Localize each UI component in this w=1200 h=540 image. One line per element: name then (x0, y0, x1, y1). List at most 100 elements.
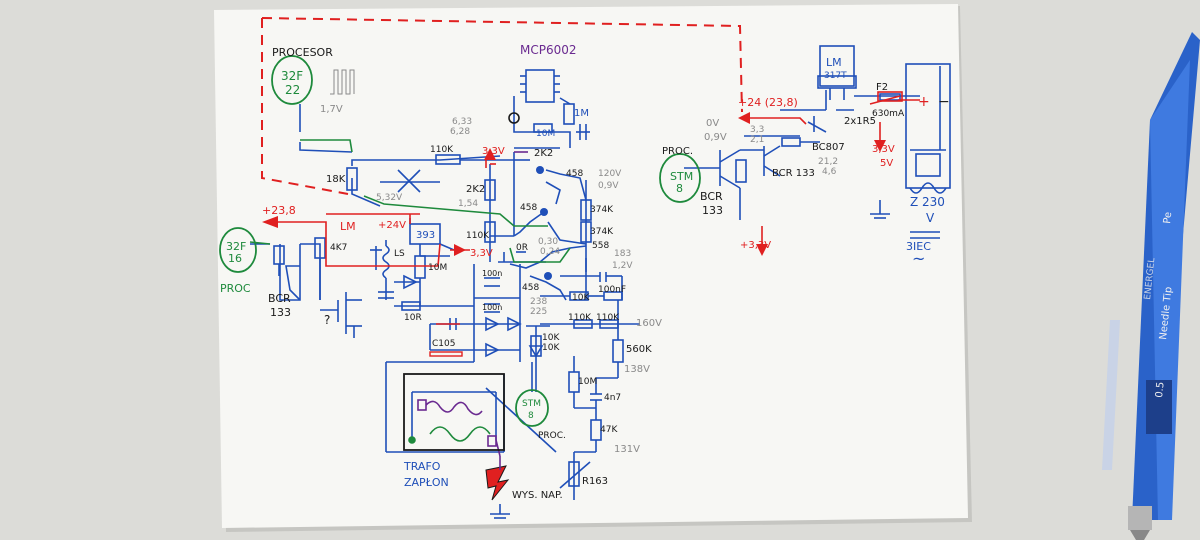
label-v-0: 0V (706, 118, 719, 129)
red-arrow-23-icon (262, 216, 278, 228)
label-t-458-c: 458 (522, 283, 539, 293)
label-lm-red: LM (340, 220, 356, 233)
processor-boundary-left (261, 18, 349, 195)
label-pen-b: 0.5 (1154, 381, 1167, 398)
label-c-100nf: 100nF (598, 285, 626, 295)
label-iec: 3IEC (906, 240, 931, 253)
label-r-47k: 47K (600, 425, 618, 435)
label-cpu-voltage: 1,7V (320, 104, 343, 115)
label-pen-d: Pe (1162, 211, 1174, 224)
label-r-18k: 18K (326, 174, 346, 185)
red-arrow-top-icon (484, 148, 496, 160)
label-f2: F2 (876, 82, 888, 93)
label-ac: ~ (912, 249, 925, 268)
label-v-024: 0,24 (540, 247, 560, 257)
label-r-10k-b: 10K (542, 333, 560, 343)
label-stm-right-top: STM (670, 170, 693, 183)
processor-boundary-top (261, 17, 743, 113)
label-r-10m-b: 10M (428, 263, 447, 273)
label-lm317-a: LM (826, 56, 842, 69)
label-stm-mid-bottom: 8 (528, 411, 534, 421)
label-r-374k-a: 374K (590, 205, 614, 215)
label-l-ls: LS (394, 249, 405, 259)
label-pen-c: ENERGEL (1143, 257, 1157, 300)
label-c-100n-a: 100n (482, 269, 502, 278)
label-r-10r: 10R (404, 313, 422, 323)
label-v-21: 2,1 (750, 135, 764, 145)
label-v-230: Z 230 (910, 195, 945, 209)
label-r-110k-d: 110K (596, 313, 620, 323)
high-voltage-lightning-icon (485, 465, 510, 501)
transistor-458-dot (536, 166, 544, 174)
red-arrow-24-icon (738, 112, 750, 124)
label-v-633: 6,33 (452, 117, 472, 127)
label-bc807: BC807 (812, 142, 845, 153)
label-r-110k-c: 110K (568, 313, 592, 323)
stm-mid-marker (515, 389, 549, 427)
label-r-2x1r5: 2x1R5 (844, 116, 876, 127)
label-v-09-right: 0,9V (704, 132, 727, 143)
label-v-24-right: +24 (23,8) (738, 96, 798, 109)
label-v-24-red: +24V (378, 220, 406, 231)
label-bcr-right-a: BCR (700, 190, 723, 203)
label-bcr-right-c: BCR 133 (772, 168, 815, 179)
label-f2-val: 630mA (872, 109, 905, 119)
label-stm-right-bottom: 8 (676, 182, 683, 195)
label-proc-left-top: 32F (226, 240, 246, 253)
purple-wiring (417, 151, 528, 470)
label-op-amp: MCP6002 (520, 43, 577, 57)
label-t-458-b: 458 (520, 203, 537, 213)
label-r-560k: 560K (626, 344, 652, 355)
labels-layer: PROCESOR 32F 22 1,7V MCP6002 1M 10M 6,33… (220, 43, 1175, 501)
label-proc-right: PROC. (662, 146, 693, 157)
stm-right-marker (659, 153, 701, 203)
label-v-5-red: 5V (880, 158, 893, 169)
label-r-10m-top: 10M (536, 129, 555, 139)
red-arrow-33v-icon (756, 244, 768, 256)
label-t-458-a: 458 (566, 169, 583, 179)
label-bcr-left-a: BCR (268, 292, 291, 305)
label-v-120: 120V (598, 169, 622, 179)
label-v-238-red: +23,8 (262, 204, 296, 217)
label-trafo-b: ZAPŁON (404, 476, 449, 489)
label-proc-left-bottom: 16 (228, 252, 242, 265)
transistor-458c-dot (544, 272, 552, 280)
label-c-105: C105 (432, 339, 455, 349)
label-r-0r: 0R (516, 243, 528, 253)
label-v-46: 4,6 (822, 167, 837, 177)
label-c-4n7: 4n7 (604, 393, 621, 403)
label-v-532: 5,32V (376, 193, 403, 203)
label-bcr-right-b: 133 (702, 204, 723, 217)
label-r-2k2-top: 2K2 (534, 148, 553, 159)
label-trafo-a: TRAFO (403, 460, 441, 473)
label-r-4k7: 4K7 (330, 243, 347, 253)
opamp-node (508, 112, 520, 124)
red-arrow-33-icon (454, 244, 466, 256)
label-plus: + (918, 94, 930, 110)
label-v-628: 6,28 (450, 127, 470, 137)
paper-sheet (214, 4, 968, 528)
processor-top-marker (271, 55, 313, 105)
label-v-33-red-right: 3,3V (872, 144, 895, 155)
c105-symbol (429, 351, 463, 357)
label-v-33-mid: 3,3V (470, 248, 493, 259)
label-v-09: 0,9V (598, 181, 619, 191)
label-stm-mid-top: STM (522, 399, 541, 409)
label-cpu-top: 32F (281, 69, 303, 83)
label-v-12: 1,2V (612, 261, 633, 271)
transistor-458b-dot (540, 208, 548, 216)
label-v-33-g: 3,3 (750, 125, 764, 135)
trafo-box (403, 373, 505, 451)
label-v-v: V (926, 211, 935, 225)
pwm-waveform (330, 69, 355, 95)
main-wiring (250, 45, 951, 519)
label-q-mark: ? (324, 313, 330, 327)
red-arrow-33-right-icon (874, 140, 886, 152)
label-v-131: 131V (614, 444, 640, 455)
label-r-10k-c: 10K (542, 343, 560, 353)
label-proc-left: PROC (220, 282, 251, 295)
label-r-1m: 1M (574, 108, 589, 119)
label-t-558: 558 (592, 241, 609, 251)
label-r-163: R163 (582, 476, 608, 487)
